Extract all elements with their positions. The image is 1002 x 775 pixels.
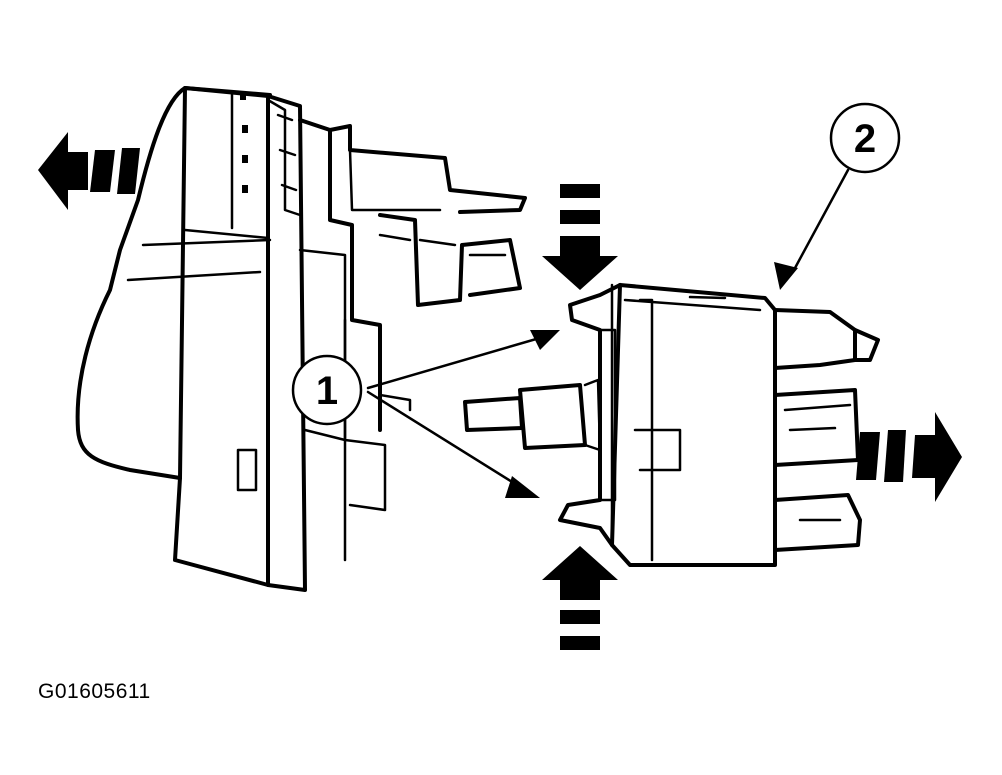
callout-1: 1: [291, 354, 363, 426]
press-up-arrow-icon: [542, 546, 618, 650]
switch-assembly: [463, 283, 880, 567]
press-down-arrow-icon: [542, 184, 618, 290]
figure-code: G01605611: [38, 680, 151, 703]
pull-right-arrow-icon: [856, 412, 962, 502]
callout-1-leaders: [366, 330, 560, 498]
control-head-housing: [75, 86, 527, 592]
callout-2-leader: [774, 168, 850, 290]
callout-2-label: 2: [854, 117, 876, 161]
pull-left-arrow-icon: [38, 132, 140, 210]
callout-2: 2: [829, 102, 901, 174]
callout-1-label: 1: [316, 369, 338, 413]
